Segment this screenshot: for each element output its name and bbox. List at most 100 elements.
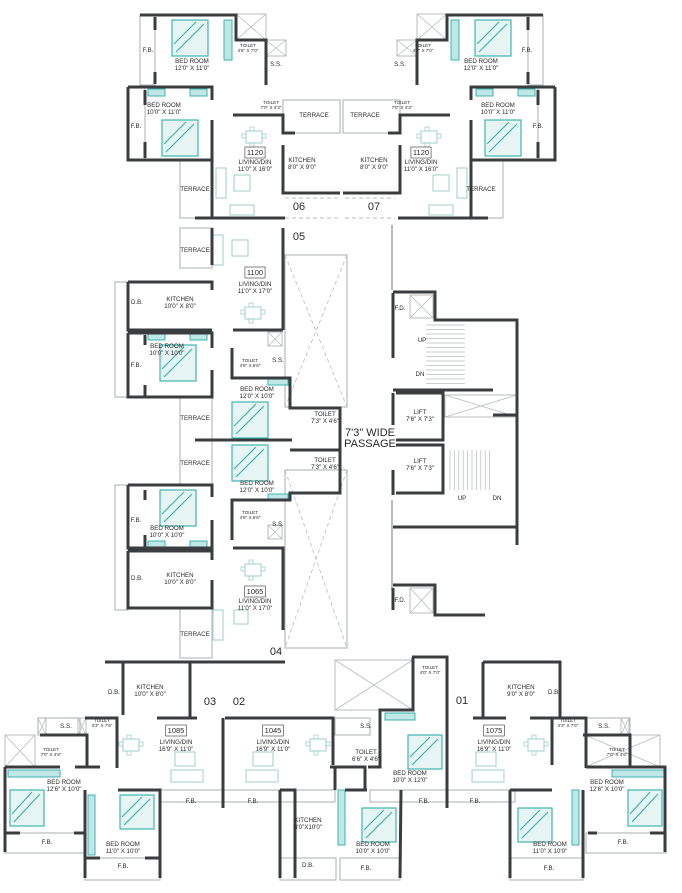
room-label: S.S. — [272, 357, 284, 364]
wall — [396, 443, 445, 495]
sofa-icon — [245, 769, 279, 783]
room-name: S.S. — [598, 723, 610, 730]
bed-sheet-lines — [476, 21, 508, 53]
dining-table-icon — [122, 738, 140, 752]
sofa-icon — [432, 174, 450, 192]
room-name: TOILET — [242, 358, 258, 363]
sofa-icon — [212, 609, 224, 641]
room-name: F.B. — [361, 865, 372, 872]
room-dimension: 12'6" X 10'0" — [47, 786, 82, 793]
bed-sheet-lines — [163, 121, 195, 153]
room-label: TERRACE — [350, 112, 380, 119]
wall — [85, 716, 119, 768]
room-dimension: 4'6" X 7'0" — [413, 48, 434, 53]
room-label: TERRACE — [180, 631, 210, 638]
room-name: 1085 — [168, 726, 185, 735]
room-label: F.B. — [118, 863, 129, 870]
room-name: BED ROOM — [590, 779, 624, 786]
room-name: S.S. — [272, 357, 284, 364]
chair-icon — [248, 575, 254, 581]
room-dimension: 12'6" X 10'0" — [590, 786, 625, 793]
wall — [126, 282, 212, 332]
shaft-cross — [396, 39, 418, 57]
room-name: UP — [458, 495, 467, 502]
room-name: F.D. — [395, 597, 406, 604]
wall — [40, 733, 89, 766]
wardrobe-icon — [147, 88, 166, 97]
room-name: 1120 — [247, 148, 263, 157]
chair-icon — [248, 302, 254, 308]
chair-icon — [241, 133, 247, 139]
shaft-cross — [235, 13, 267, 41]
room-dimension: 11'0" X 17'0" — [238, 288, 273, 295]
room-label: F.B. — [618, 839, 629, 846]
wall — [368, 657, 415, 769]
room-name: LIFT — [414, 409, 427, 416]
room-dimension: 11'0" X 17'0" — [238, 605, 273, 612]
room-label: DN — [493, 495, 502, 502]
room-dimension: 10'0" X 10'0" — [150, 350, 185, 357]
chair-icon — [325, 741, 331, 747]
room-dimension: 7'0" X 4'3" — [392, 105, 413, 110]
sofa-icon — [212, 234, 224, 266]
room-name: TOILET — [394, 100, 410, 105]
room-name: F.B. — [118, 863, 129, 870]
room-dimension: 9'0" X 8'0" — [507, 691, 535, 698]
room-label: TERRACE — [180, 460, 210, 467]
room-dimension: 12'0" X 11'0" — [464, 65, 499, 72]
room-name: KITCHEN — [166, 296, 193, 303]
room-label: 02 — [233, 696, 245, 708]
wall — [388, 113, 450, 135]
wall — [330, 765, 367, 790]
room-label: S.S. — [360, 723, 372, 730]
wardrobe-icon — [475, 88, 494, 97]
room-dimension: 11'0" X 10'0" — [106, 848, 141, 855]
carpet-area-box — [165, 724, 187, 737]
room-name: F.B. — [186, 798, 197, 805]
room-label: S.S. — [60, 723, 72, 730]
room-name: F.B. — [470, 798, 481, 805]
sofa-icon — [475, 751, 497, 767]
room-name: F.B. — [419, 798, 430, 805]
sofa-icon — [428, 204, 454, 216]
room-name: TOILET — [422, 665, 438, 670]
wardrobe-icon — [87, 794, 96, 856]
sofa-icon — [174, 751, 196, 767]
carpet-area-box — [244, 266, 266, 279]
shaft-cross — [620, 717, 630, 736]
sofa-icon — [471, 769, 505, 783]
chair-icon — [138, 741, 144, 747]
chair-icon — [260, 566, 266, 572]
room-dimension: 11'0" X 16'0" — [404, 166, 439, 173]
chair-icon — [249, 126, 255, 132]
room-name: 06 — [293, 201, 305, 213]
room-dimension: 10'0" X 8'0" — [134, 691, 166, 698]
room-name: F.B. — [618, 839, 629, 846]
room-name: BED ROOM — [356, 841, 390, 848]
wall — [393, 583, 485, 617]
wall — [281, 145, 340, 195]
room-name: S.S. — [394, 61, 406, 68]
room-label: UP — [458, 495, 467, 502]
bed-sheet-lines — [233, 403, 265, 435]
wall — [126, 485, 214, 550]
wardrobe-icon — [147, 540, 166, 548]
wardrobe-icon — [611, 769, 665, 778]
shaft-cross — [584, 734, 661, 768]
room-label: D.B. — [108, 689, 120, 696]
shaft-cross — [416, 13, 448, 41]
shaft-cross — [409, 587, 434, 614]
room-name: TOILET — [314, 411, 336, 418]
carpet-area-box — [483, 724, 505, 737]
room-name: 7'3" WIDE — [345, 427, 395, 439]
